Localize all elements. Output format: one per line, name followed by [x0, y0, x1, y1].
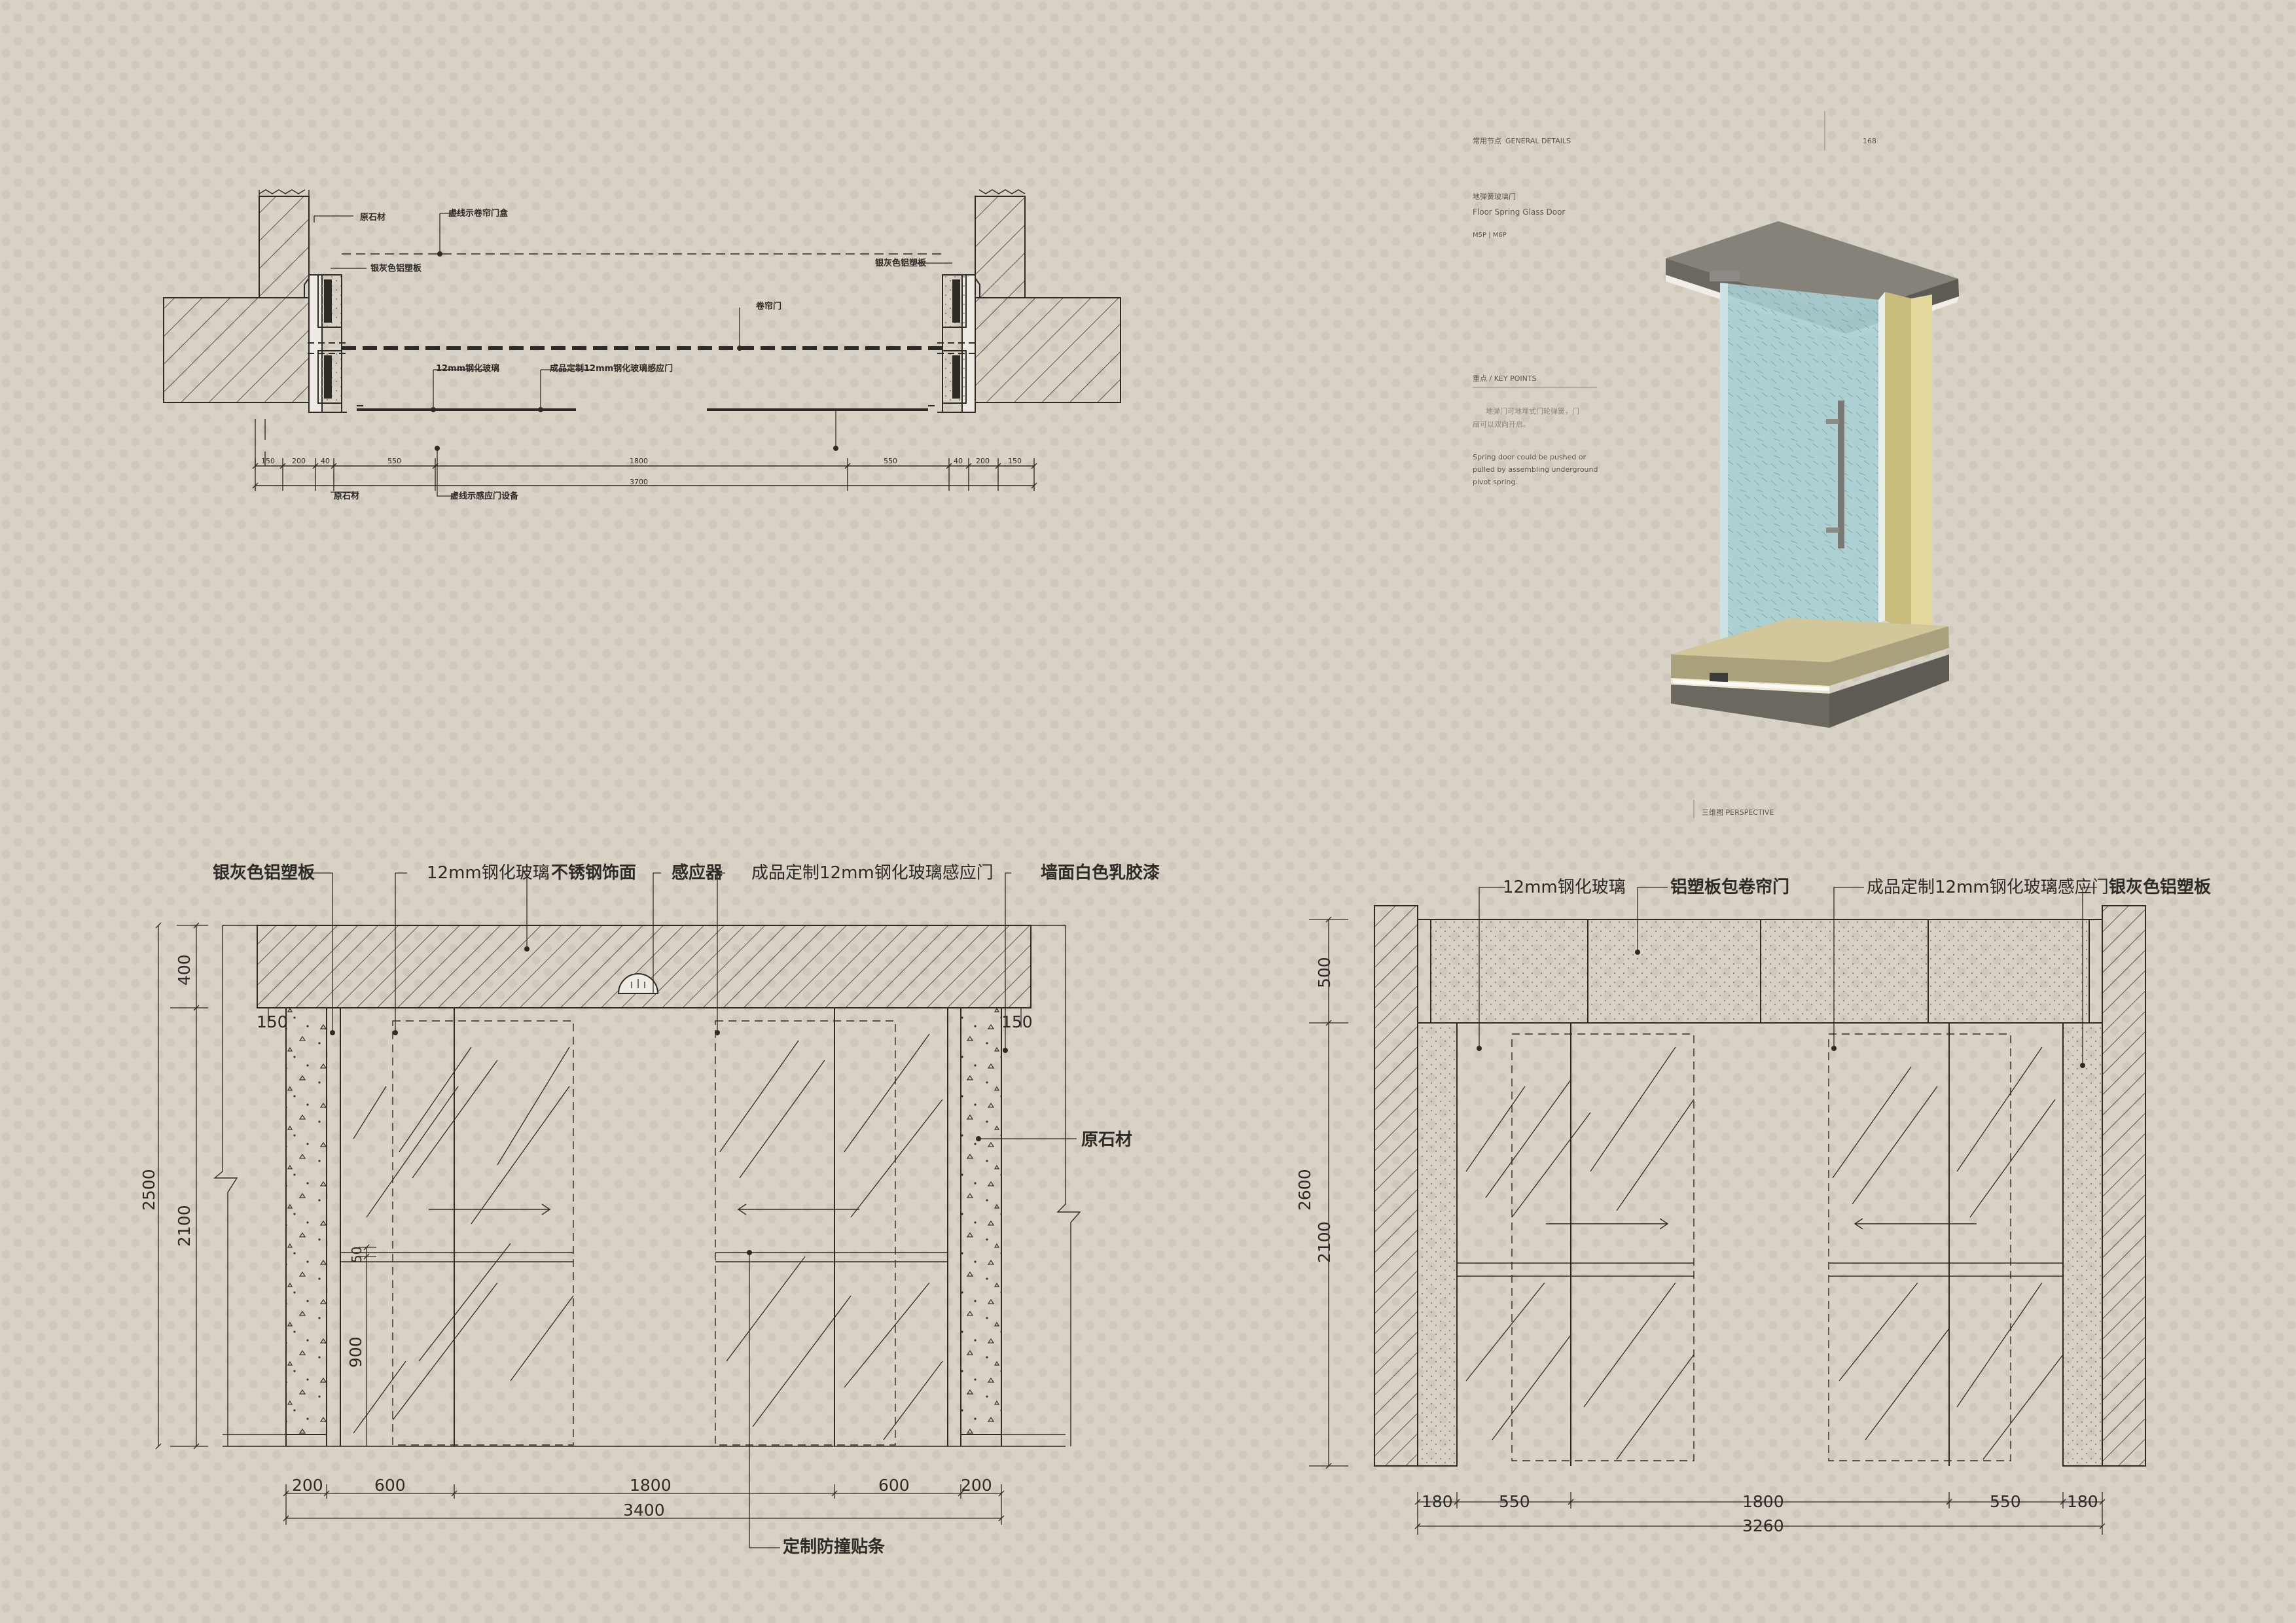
dimension-label: 2100 — [1315, 1221, 1334, 1263]
plan-label-roller-door: 卷帘门 — [756, 301, 781, 312]
dimension-label: 3400 — [623, 1501, 665, 1520]
dimension-label: 200 — [292, 457, 306, 465]
door-title-en: Floor Spring Glass Door — [1473, 207, 1565, 217]
plan-labels: 原石材 虚线示卷帘门盒 银灰色铝塑板 银灰色铝塑板 卷帘门 12mm钢化玻璃 成… — [334, 208, 927, 501]
key-points-cn-2: 扇可以双向开启。 — [1473, 419, 1530, 429]
door-title-cn: 地弹簧玻璃门 — [1473, 192, 1516, 201]
dimension-label: 2600 — [1295, 1169, 1314, 1211]
door-handle — [1826, 401, 1844, 548]
dimension-label: 550 — [387, 457, 401, 465]
page-number: 168 — [1863, 137, 1876, 145]
elev1-label-glass: 12mm钢化玻璃 — [427, 863, 550, 883]
key-points-en-2: pulled by assembling underground — [1473, 465, 1598, 474]
dimension-label: 2100 — [175, 1205, 194, 1247]
key-points-en-3: pivot spring. — [1473, 478, 1518, 486]
elev1-label-alu: 银灰色铝塑板 — [213, 863, 315, 883]
dimension-label: 3260 — [1742, 1516, 1784, 1535]
section-label-cn: 常用节点 — [1473, 137, 1501, 145]
dimension-label: 600 — [878, 1476, 910, 1495]
elevation-2-labels: 12mm钢化玻璃 铝塑板包卷帘门 成品定制12mm钢化玻璃感应门 银灰色铝塑板 — [1503, 877, 2211, 897]
key-points-en-1: Spring door could be pushed or — [1473, 453, 1587, 461]
dimension-label: 40 — [321, 457, 330, 465]
dimension-label: 500 — [1315, 957, 1334, 988]
dimension-label: 400 — [175, 954, 194, 986]
dimension-label: 1800 — [630, 457, 648, 465]
dimension-label: 200 — [961, 1476, 992, 1495]
elevation-1 — [155, 872, 1081, 1548]
dimension-label: 180 — [1422, 1492, 1453, 1511]
elevation-1-labels: 银灰色铝塑板 12mm钢化玻璃 不锈钢饰面 感应器 成品定制12mm钢化玻璃感应… — [213, 863, 1160, 1557]
dimension-label: 150 — [257, 1012, 288, 1031]
elev1-label-paint: 墙面白色乳胶漆 — [1041, 863, 1160, 883]
dimension-label: 1800 — [630, 1476, 672, 1495]
dimension-label: 550 — [1499, 1492, 1530, 1511]
plan-label-sensor-equip: 虚线示感应门设备 — [450, 491, 519, 501]
plan-label-roller-box: 虚线示卷帘门盒 — [448, 208, 509, 219]
dimension-label: 550 — [1990, 1492, 2021, 1511]
plan-label-stone-bottom: 原石材 — [334, 491, 359, 501]
dimension-label: 40 — [954, 457, 963, 465]
plan-view — [163, 189, 1121, 497]
perspective-label: 三维图 PERSPECTIVE — [1702, 808, 1774, 817]
key-points-cn-1: 地弹门可地埋式门轮弹簧，门 — [1486, 406, 1579, 416]
dimension-label: 900 — [346, 1336, 365, 1368]
perspective-render — [1666, 221, 1959, 728]
elev1-label-stone: 原石材 — [1081, 1130, 1132, 1150]
plan-label-alu-right: 银灰色铝塑板 — [875, 258, 927, 268]
elev1-label-steel: 不锈钢饰面 — [551, 863, 636, 883]
dimension-label: 1800 — [1742, 1492, 1784, 1511]
dimension-label: 3700 — [630, 478, 648, 486]
plan-label-auto-door: 成品定制12mm钢化玻璃感应门 — [550, 363, 673, 374]
dimension-label: 50 — [349, 1247, 365, 1263]
dimension-label: 600 — [374, 1476, 406, 1495]
elev2-label-glass: 12mm钢化玻璃 — [1503, 878, 1626, 897]
dimension-label: 200 — [976, 457, 990, 465]
elev1-label-auto-door: 成品定制12mm钢化玻璃感应门 — [751, 863, 994, 883]
elev2-label-auto-door: 成品定制12mm钢化玻璃感应门 — [1867, 878, 2109, 897]
elevation-1-dimensions: 400 2500 2100 50 900 150 150 200 600 180… — [139, 954, 1033, 1520]
info-panel: 常用节点 GENERAL DETAILS 168 地弹簧玻璃门 Floor Sp… — [1473, 111, 1876, 818]
section-label-en: GENERAL DETAILS — [1505, 137, 1571, 145]
elev1-label-sensor: 感应器 — [672, 863, 723, 883]
elev2-label-alu-roller: 铝塑板包卷帘门 — [1670, 877, 1789, 897]
dimension-label: 550 — [884, 457, 897, 465]
elev2-label-alu: 银灰色铝塑板 — [2109, 877, 2211, 897]
scale-label: M5P | M6P — [1473, 232, 1507, 239]
dimension-label: 180 — [2067, 1492, 2098, 1511]
plan-label-alu-left: 银灰色铝塑板 — [370, 263, 422, 274]
key-points-heading: 重点 / KEY POINTS — [1473, 374, 1537, 383]
plan-label-glass: 12mm钢化玻璃 — [436, 363, 499, 374]
dimension-label: 150 — [1001, 1012, 1033, 1031]
dimension-label: 150 — [261, 457, 275, 465]
dimension-label: 150 — [1008, 457, 1022, 465]
elevation-2-dimensions: 500 2600 2100 180 550 1800 550 180 3260 — [1295, 957, 2098, 1535]
dimension-label: 200 — [292, 1476, 323, 1495]
plan-label-stone-top: 原石材 — [360, 212, 386, 223]
elevation-2 — [1309, 887, 2146, 1535]
plan-dimensions: 150 200 40 550 1800 550 40 200 150 3700 — [261, 457, 1022, 486]
elev1-label-strip: 定制防撞贴条 — [783, 1537, 886, 1557]
dimension-label: 2500 — [139, 1169, 158, 1211]
